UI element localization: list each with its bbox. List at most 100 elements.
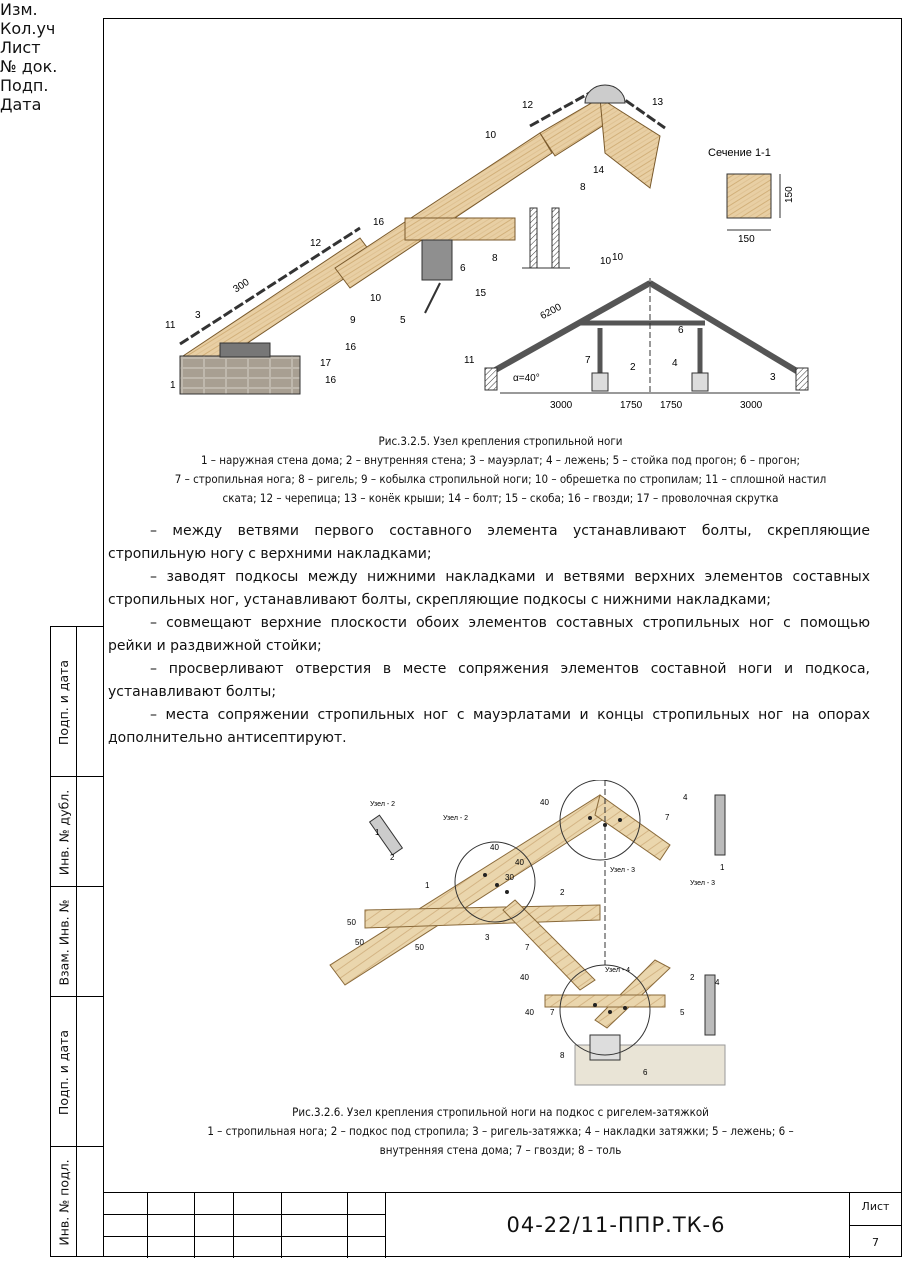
side-label: Подп. и дата: [56, 1029, 72, 1115]
svg-text:1: 1: [720, 863, 725, 872]
svg-text:2: 2: [630, 362, 636, 373]
callout-numbers-2: 123 712 417 247 568: [375, 793, 725, 1077]
side-label: Взам. Инв. №: [56, 898, 72, 986]
svg-text:40: 40: [490, 843, 499, 852]
side-label: Подп. и дата: [56, 659, 72, 745]
tb-col-line: [347, 1193, 348, 1258]
svg-text:13: 13: [652, 97, 664, 108]
figure1-caption: Рис.3.2.5. Узел крепления стропильной но…: [108, 432, 893, 508]
svg-text:Узел - 3: Узел - 3: [610, 867, 635, 874]
figure2-caption-line: Рис.3.2.6. Узел крепления стропильной но…: [292, 1105, 709, 1119]
dim-bottom-4: 3000: [740, 400, 763, 411]
side-label: Инв. № подл.: [56, 1159, 72, 1246]
tb-col-izm: Изм.: [0, 0, 38, 19]
tb-col-date: Дата: [0, 95, 42, 114]
svg-text:1: 1: [375, 828, 380, 837]
svg-text:4: 4: [672, 358, 678, 369]
section-label: Сечение 1-1: [708, 147, 771, 159]
figure1-caption-line: 1 – наружная стена дома; 2 – внутренняя …: [200, 453, 801, 467]
svg-text:4: 4: [683, 793, 688, 802]
svg-text:16: 16: [373, 217, 385, 228]
figure-strut-node: Узел - 2 Узел - 2 Узел - 3 Узел - 3 Узел -…: [329, 780, 726, 1086]
svg-text:6: 6: [460, 263, 466, 274]
svg-text:14: 14: [593, 165, 605, 176]
svg-text:50: 50: [415, 943, 424, 952]
svg-text:16: 16: [345, 342, 357, 353]
side-label: Инв. № дубл.: [56, 789, 72, 875]
svg-text:2: 2: [690, 973, 695, 982]
svg-text:8: 8: [580, 182, 586, 193]
figure1-caption-line: ската; 12 – черепица; 13 – конёк крыши; …: [222, 491, 779, 505]
svg-text:8: 8: [492, 253, 498, 264]
svg-text:7: 7: [585, 355, 591, 366]
svg-text:Узел - 2: Узел - 2: [370, 801, 395, 808]
paragraph: – между ветвями первого составного элеме…: [108, 523, 870, 562]
svg-text:17: 17: [320, 358, 332, 369]
svg-text:4: 4: [715, 978, 720, 987]
figure2-caption-line: внутренняя стена дома; 7 – гвозди; 8 – т…: [379, 1143, 622, 1157]
figure1-caption-line: 7 – стропильная нога; 8 – ригель; 9 – ко…: [174, 472, 827, 486]
svg-text:2: 2: [560, 888, 565, 897]
section-height: 150: [784, 186, 795, 203]
tb-col-line: [194, 1193, 195, 1258]
svg-text:7: 7: [550, 1008, 555, 1017]
tb-sheet-divider: [849, 1225, 902, 1226]
dim-bottom-2: 1750: [620, 400, 643, 411]
svg-text:30: 30: [505, 873, 514, 882]
svg-text:10: 10: [370, 293, 382, 304]
svg-text:40: 40: [515, 858, 524, 867]
svg-text:50: 50: [355, 938, 364, 947]
sheet-label: Лист: [861, 1200, 890, 1213]
svg-text:15: 15: [475, 288, 487, 299]
dim-alpha: α=40°: [513, 373, 540, 384]
svg-text:40: 40: [525, 1008, 534, 1017]
svg-text:12: 12: [522, 100, 534, 111]
svg-text:7: 7: [525, 943, 530, 952]
tb-col-sign: Подп.: [0, 76, 49, 95]
dim-300: 300: [231, 277, 251, 296]
svg-text:8: 8: [560, 1051, 565, 1060]
paragraph: – заводят подкосы между нижними накладка…: [108, 569, 870, 608]
side-cell: [51, 627, 103, 777]
tb-col-line: [281, 1193, 282, 1258]
section-width: 150: [738, 234, 755, 245]
svg-text:9: 9: [350, 315, 356, 326]
dim-slope: 6200: [539, 302, 564, 322]
svg-text:3: 3: [195, 310, 201, 321]
svg-text:6: 6: [678, 325, 684, 336]
figure-rafter-node: Сечение 1-1 150 150 α=40° 6200 300 3000 …: [165, 84, 809, 411]
svg-text:1: 1: [170, 380, 176, 391]
figure1-caption-title: Рис.3.2.5. Узел крепления стропильной но…: [378, 434, 623, 448]
tb-col-line: [147, 1193, 148, 1258]
paragraph: – просверливают отверстия в месте сопряж…: [108, 661, 870, 700]
paragraph: – совмещают верхние плоскости обоих элем…: [108, 615, 870, 654]
svg-text:3: 3: [485, 933, 490, 942]
svg-text:5: 5: [680, 1008, 685, 1017]
sheet-number: 7: [872, 1236, 879, 1249]
tb-col-kolvo: Кол.уч: [0, 19, 56, 38]
side-cell: [51, 887, 103, 997]
tb-col-line: [385, 1193, 386, 1258]
tb-col-doc: № док.: [0, 57, 58, 76]
svg-text:3: 3: [770, 372, 776, 383]
dim-bottom-1: 3000: [550, 400, 573, 411]
svg-text:40: 40: [540, 798, 549, 807]
svg-text:10: 10: [485, 130, 497, 141]
svg-text:Узел - 2: Узел - 2: [443, 815, 468, 822]
svg-text:7: 7: [665, 813, 670, 822]
side-stamp-strip: Подп. и дата Инв. № дубл. Взам. Инв. № П…: [50, 626, 103, 1257]
svg-text:16: 16: [325, 375, 337, 386]
svg-text:12: 12: [310, 238, 322, 249]
svg-text:5: 5: [400, 315, 406, 326]
svg-text:10: 10: [600, 256, 612, 267]
svg-text:2: 2: [390, 853, 395, 862]
svg-text:40: 40: [520, 973, 529, 982]
side-strip-label-column: [51, 627, 77, 1256]
node-labels: Узел - 2 Узел - 2 Узел - 3 Узел - 3 Узел -…: [370, 801, 715, 974]
svg-text:Узел - 3: Узел - 3: [690, 880, 715, 887]
figure2-caption-line: 1 – стропильная нога; 2 – подкос под стр…: [207, 1124, 794, 1138]
svg-text:Узел - 4: Узел - 4: [605, 967, 630, 974]
document-code: 04-22/11-ППР.ТК-6: [506, 1212, 726, 1237]
